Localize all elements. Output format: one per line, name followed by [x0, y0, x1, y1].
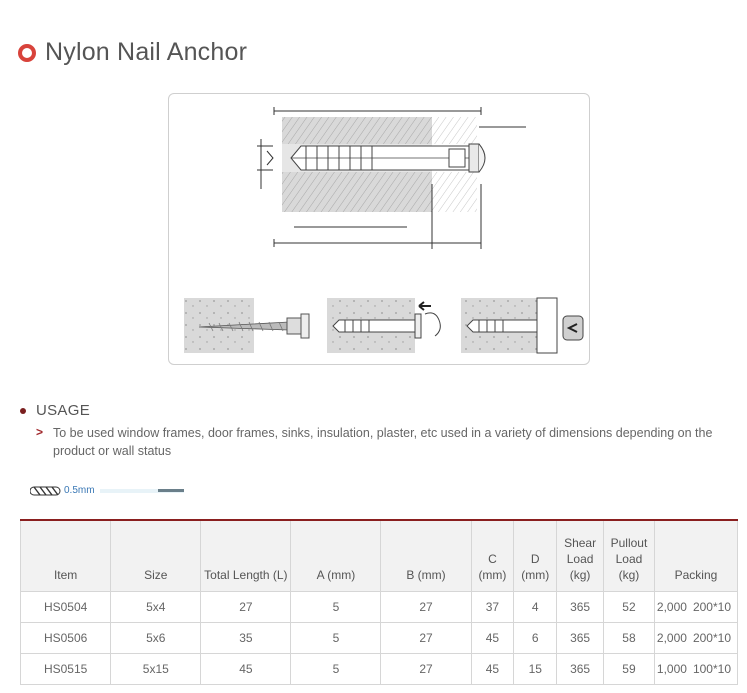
column-header: Pullout Load (kg): [603, 519, 655, 592]
usage-label: USAGE: [36, 402, 91, 419]
chevron-right-icon: >: [36, 425, 44, 439]
spec-table: Item Size Total Length (L) A (mm) B (mm)…: [19, 519, 739, 685]
usage-text: To be used window frames, door frames, s…: [53, 426, 713, 458]
anchor-dimension-drawing: [184, 107, 584, 354]
page-heading: Nylon Nail Anchor: [18, 38, 247, 67]
table-cell: 6: [513, 622, 558, 654]
usage-heading: USAGE: [20, 402, 90, 419]
table-cell: 200*10: [690, 622, 738, 654]
table-cell: 5: [290, 591, 382, 623]
column-header: C (mm): [470, 519, 515, 592]
table-cell: 5: [290, 653, 382, 685]
table-row: HS0506 5x6 35 5 27 45 6 365 58 2,000 200…: [19, 622, 738, 654]
table-cell: 2,000: [653, 622, 691, 654]
table-cell: 365: [556, 591, 604, 623]
table-cell: 200*10: [690, 591, 738, 623]
table-row: HS0504 5x4 27 5 27 37 4 365 52 2,000 200…: [19, 591, 738, 623]
table-cell: 45: [470, 622, 515, 654]
table-cell: HS0506: [19, 622, 112, 654]
table-cell: 2,000: [653, 591, 691, 623]
wall-section-bottom: [282, 172, 477, 212]
scale-label: 0.5mm: [64, 485, 95, 496]
table-cell: 27: [380, 591, 472, 623]
column-header: Shear Load (kg): [556, 519, 604, 592]
table-cell: 5x15: [110, 653, 202, 685]
table-cell: 37: [470, 591, 515, 623]
table-cell: 45: [200, 653, 292, 685]
table-cell: 27: [200, 591, 292, 623]
install-step-2: [327, 298, 441, 353]
table-cell: 365: [556, 653, 604, 685]
title-bullet-icon: [18, 43, 36, 62]
table-cell: 58: [603, 622, 655, 654]
install-step-1: [184, 298, 310, 353]
anchor-body: [290, 143, 486, 173]
table-cell: 365: [556, 622, 604, 654]
table-cell: 100*10: [690, 653, 738, 685]
usage-bullet-icon: [20, 407, 26, 414]
table-cell: 4: [513, 591, 558, 623]
table-cell: 35: [200, 622, 292, 654]
table-cell: 59: [603, 653, 655, 685]
column-header: Size: [110, 519, 202, 592]
table-cell: HS0515: [19, 653, 112, 685]
page-title: Nylon Nail Anchor: [45, 38, 248, 66]
column-header: Packing: [653, 519, 739, 592]
table-cell: 27: [380, 653, 472, 685]
table-cell: 27: [380, 622, 472, 654]
table-header-row: Item Size Total Length (L) A (mm) B (mm)…: [19, 519, 739, 592]
table-cell: 5x6: [110, 622, 202, 654]
table-row: HS0515 5x15 45 5 27 45 15 365 59 1,000 1…: [19, 653, 738, 685]
drill-bit-icon: [30, 486, 184, 496]
table-cell: HS0504: [19, 591, 112, 623]
table-cell: 5x4: [110, 591, 202, 623]
table-cell: 5: [290, 622, 382, 654]
column-header: A (mm): [290, 519, 382, 592]
install-step-3: [461, 297, 584, 354]
usage-list-item: > To be used window frames, door frames,…: [36, 424, 726, 460]
dimension-lines: [257, 107, 526, 249]
column-header: Total Length (L): [200, 519, 292, 592]
column-header: D (mm): [513, 519, 558, 592]
scale-indicator: 0.5mm: [30, 482, 190, 500]
table-cell: 15: [513, 653, 558, 685]
table-cell: 52: [603, 591, 655, 623]
table-cell: 45: [470, 653, 515, 685]
product-diagram: [168, 93, 590, 365]
table-cell: 1,000: [653, 653, 691, 685]
column-header: Item: [19, 519, 112, 592]
column-header: B (mm): [380, 519, 472, 592]
wall-section-top: [282, 117, 477, 144]
